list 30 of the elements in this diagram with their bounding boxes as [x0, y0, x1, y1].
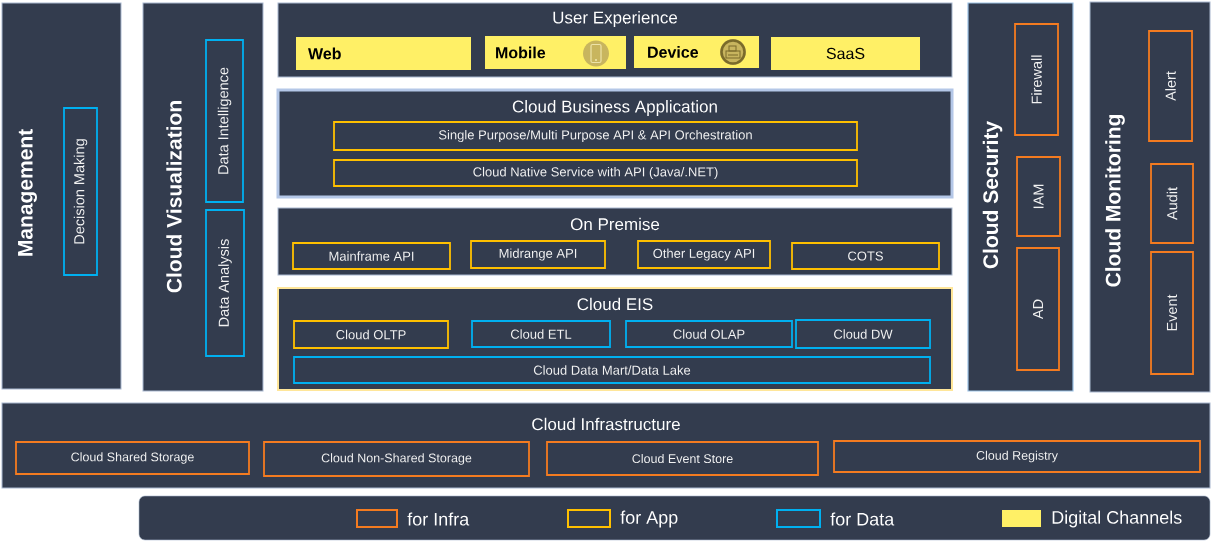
component-box: Alert [1148, 30, 1193, 142]
component-box: Event [1150, 251, 1194, 375]
legend-label: Digital Channels [1052, 510, 1182, 528]
component-box: Cloud OLAP [625, 320, 793, 348]
component-box: Data Analysis [205, 209, 245, 357]
component-box: COTS [791, 242, 940, 270]
legend-label: for App [620, 510, 678, 528]
component-box: Cloud ETL [471, 320, 611, 348]
component-box: Single Purpose/Multi Purpose API & API Orchestration [333, 121, 858, 151]
component-box: Cloud Data Mart/Data Lake [293, 356, 931, 384]
component-box: Decision Making [63, 107, 98, 276]
component-box: Other Legacy API [637, 240, 771, 269]
channel-box: SaaS [771, 37, 920, 70]
component-box: Cloud Native Service with API (Java/.NET) [333, 159, 858, 187]
component-box: Audit [1150, 163, 1194, 244]
component-box: Cloud Non-Shared Storage [263, 441, 530, 477]
component-box: Cloud OLTP [293, 320, 449, 349]
component-box: Mainframe API [292, 242, 451, 270]
legend-label: for Infra [407, 512, 470, 526]
component-box: AD [1016, 247, 1060, 371]
component-box: Cloud DW [795, 319, 931, 349]
component-box: Midrange API [470, 240, 606, 269]
channel-box: Web [296, 37, 471, 70]
component-box: IAM [1016, 156, 1061, 237]
legend-label: for Data [830, 512, 895, 526]
component-box: Firewall [1014, 23, 1059, 136]
component-box: Cloud Registry [833, 440, 1201, 473]
component-box: Cloud Shared Storage [15, 441, 250, 475]
component-box: Cloud Event Store [546, 441, 819, 476]
component-box: Data Intelligence [205, 39, 244, 203]
